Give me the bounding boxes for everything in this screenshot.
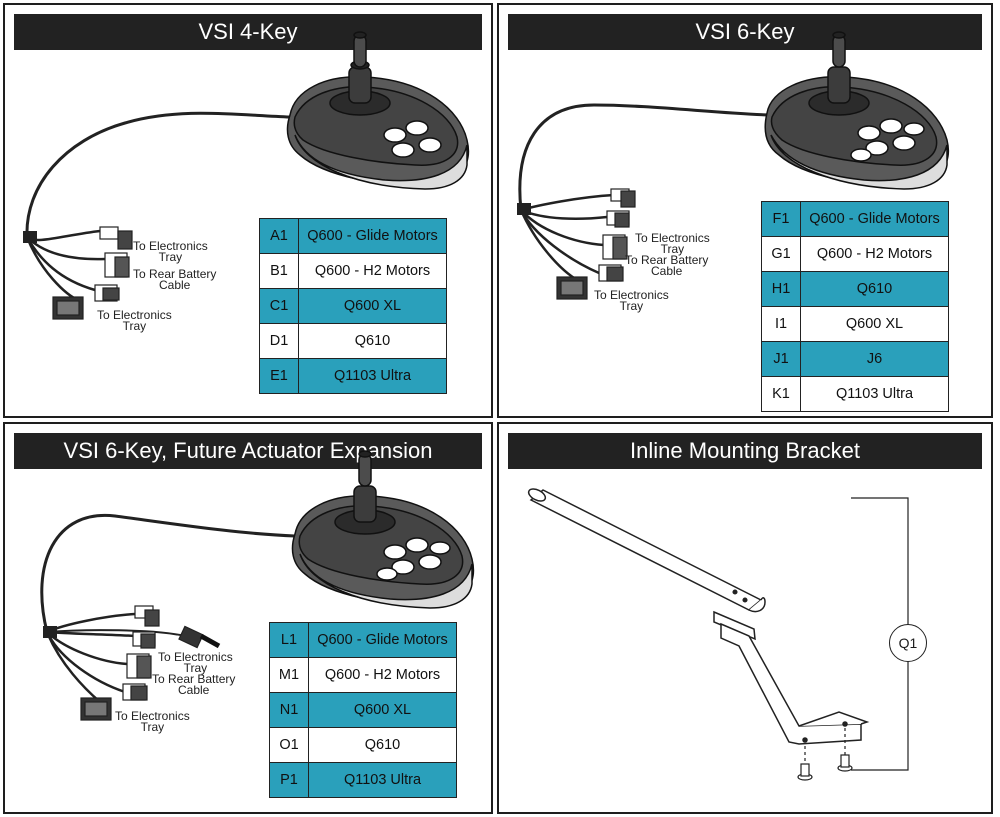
part-code: E1: [259, 358, 299, 394]
part-description: Q1103 Ultra: [800, 376, 949, 412]
part-code: N1: [269, 692, 309, 728]
part-code: O1: [269, 727, 309, 763]
panel-title: VSI 6-Key, Future Actuator Expansion: [14, 433, 482, 469]
part-code: B1: [259, 253, 299, 289]
part-description: Q610: [800, 271, 949, 307]
part-description: Q600 XL: [308, 692, 457, 728]
part-description: Q610: [308, 727, 457, 763]
callout-q1: Q1: [889, 624, 927, 662]
part-code: A1: [259, 218, 299, 254]
part-code: P1: [269, 762, 309, 798]
panel-vsi-6-key: VSI 6-Key T: [497, 3, 993, 418]
connector-1: [99, 226, 133, 250]
joystick-future-actuator-diagram: [40, 450, 475, 721]
joystick-controller: [291, 450, 475, 609]
joystick-controller: [764, 31, 949, 190]
panel-inline-mounting-bracket: Inline Mounting Bracket Q1: [497, 422, 993, 814]
part-description: Q600 - H2 Motors: [298, 253, 447, 289]
part-description: Q600 - Glide Motors: [308, 622, 457, 658]
part-description: Q1103 Ultra: [298, 358, 447, 394]
part-description: Q1103 Ultra: [308, 762, 457, 798]
panel-vsi-6-key-future-actuator: VSI 6-Key, Future Actuator Expansion: [3, 422, 493, 814]
part-description: Q600 XL: [800, 306, 949, 342]
part-code: I1: [761, 306, 801, 342]
part-code: C1: [259, 288, 299, 324]
connector-2: [104, 252, 130, 278]
part-description: Q610: [298, 323, 447, 359]
part-code: D1: [259, 323, 299, 359]
panel-vsi-4-key: VSI 4-Key: [3, 3, 493, 418]
part-description: Q600 - Glide Motors: [800, 201, 949, 237]
connector-4: [52, 296, 84, 320]
panel-title: Inline Mounting Bracket: [508, 433, 982, 469]
bracket-tube: [527, 488, 870, 745]
mounting-bracket-diagram: [527, 488, 909, 781]
connector-3: [94, 284, 120, 302]
part-description: Q600 - H2 Motors: [800, 236, 949, 272]
part-code: F1: [761, 201, 801, 237]
part-description: Q600 XL: [298, 288, 447, 324]
part-code: M1: [269, 657, 309, 693]
part-description: Q600 - Glide Motors: [298, 218, 447, 254]
panel-title: VSI 4-Key: [14, 14, 482, 50]
part-code: L1: [269, 622, 309, 658]
part-description: Q600 - H2 Motors: [308, 657, 457, 693]
joystick-6-key-diagram: [517, 31, 949, 300]
part-code: K1: [761, 376, 801, 412]
part-code: G1: [761, 236, 801, 272]
screws: [797, 728, 853, 781]
joystick-4-key-diagram: [23, 31, 470, 320]
part-description: J6: [800, 341, 949, 377]
part-code: H1: [761, 271, 801, 307]
part-code: J1: [761, 341, 801, 377]
panel-title: VSI 6-Key: [508, 14, 982, 50]
joystick-controller: [286, 31, 470, 190]
